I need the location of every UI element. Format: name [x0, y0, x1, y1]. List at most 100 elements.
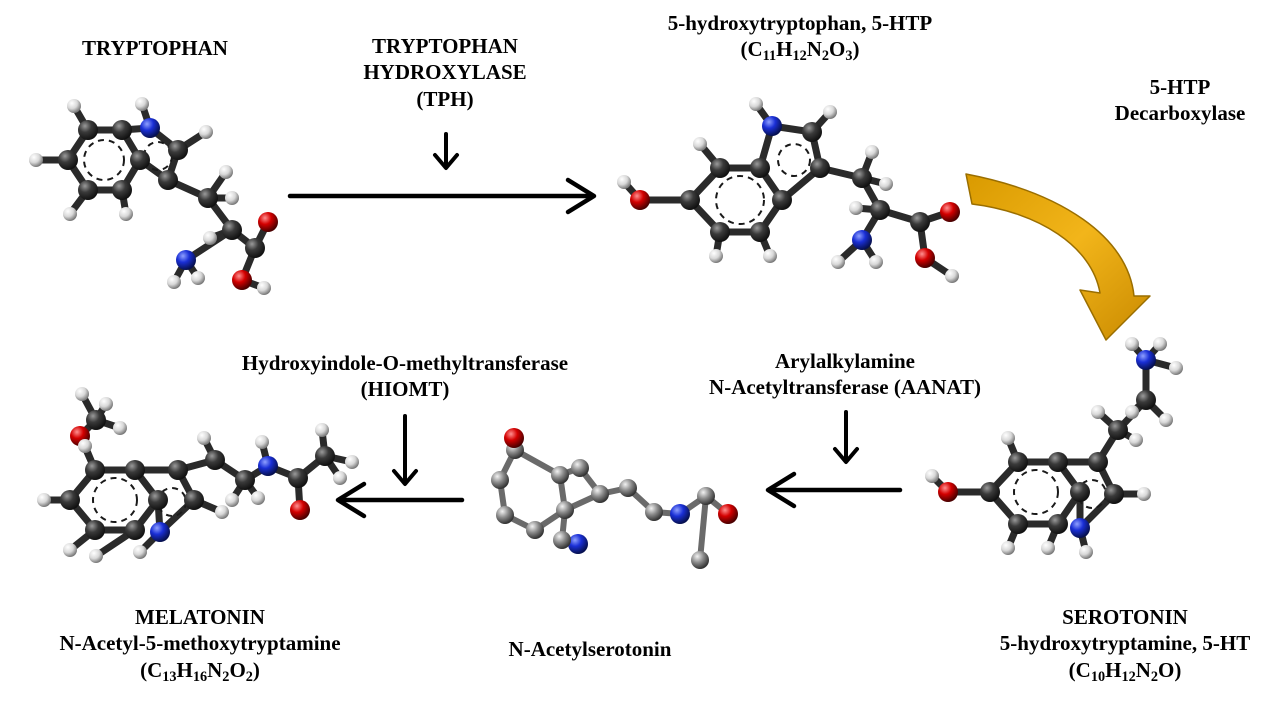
hydrogen-atom	[225, 493, 239, 507]
hydrogen-atom	[119, 207, 133, 221]
carbon-atom	[112, 120, 132, 140]
aromatic-ring-marker	[1013, 469, 1059, 515]
hydrogen-atom	[251, 491, 265, 505]
hydrogen-atom	[1169, 361, 1183, 375]
hydrogen-atom	[63, 207, 77, 221]
carbon-atom	[980, 482, 1000, 502]
hydrogen-atom	[75, 387, 89, 401]
hydrogen-atom	[78, 439, 92, 453]
arrow-down-tph	[433, 132, 459, 170]
carbon-atom	[205, 450, 225, 470]
oxygen-atom	[630, 190, 650, 210]
carbon-atom	[315, 446, 335, 466]
carbon-atom	[1088, 452, 1108, 472]
carbon-atom	[710, 222, 730, 242]
hydrogen-atom	[823, 105, 837, 119]
hydrogen-atom	[925, 469, 939, 483]
hydrogen-atom	[133, 545, 147, 559]
carbon-atom	[125, 460, 145, 480]
carbon-atom	[222, 220, 242, 240]
hydrogen-atom	[63, 543, 77, 557]
nitrogen-atom	[258, 456, 278, 476]
carbon-atom	[130, 150, 150, 170]
aromatic-ring-marker	[715, 175, 765, 225]
nitrogen-atom	[568, 534, 588, 554]
hydrogen-atom	[749, 97, 763, 111]
carbon-atom	[750, 158, 770, 178]
hydrogen-atom	[1137, 487, 1151, 501]
hydrogen-atom	[1079, 545, 1093, 559]
carbon-atom	[870, 200, 890, 220]
carbon-atom	[697, 487, 715, 505]
oxygen-atom	[915, 248, 935, 268]
hydrogen-atom	[219, 165, 233, 179]
melatonin-molecule	[37, 387, 359, 563]
5-htp-molecule	[617, 97, 960, 283]
hydrogen-atom	[1001, 541, 1015, 555]
melatonin-label: MELATONIN N-Acetyl-5-methoxytryptamine (…	[20, 604, 380, 684]
carbon-atom	[112, 180, 132, 200]
carbon-atom	[245, 238, 265, 258]
oxygen-atom	[718, 504, 738, 524]
carbon-atom	[1108, 420, 1128, 440]
carbon-atom	[1070, 482, 1090, 502]
serotonin-formula: (C10H12N2O)	[1068, 657, 1182, 685]
carbon-atom	[184, 490, 204, 510]
serotonin-label: SEROTONIN 5-hydroxytryptamine, 5-HT (C10…	[975, 604, 1275, 685]
carbon-atom	[750, 222, 770, 242]
n-acetylserotonin-molecule	[491, 428, 738, 569]
nitrogen-atom	[1136, 350, 1156, 370]
carbon-atom	[168, 140, 188, 160]
carbon-atom	[551, 466, 569, 484]
hydrogen-atom	[617, 175, 631, 189]
hydrogen-atom	[763, 249, 777, 263]
hydrogen-atom	[197, 431, 211, 445]
hiomt-enzyme-label: Hydroxyindole-O-methyltransferase (HIOMT…	[241, 351, 569, 402]
hydrogen-atom	[831, 255, 845, 269]
carbon-atom	[526, 521, 544, 539]
arrow-tph-reaction	[287, 177, 597, 215]
carbon-atom	[235, 470, 255, 490]
carbon-atom	[571, 459, 589, 477]
hydrogen-atom	[849, 201, 863, 215]
hydrogen-atom	[1129, 433, 1143, 447]
carbon-atom	[78, 120, 98, 140]
hydrogen-atom	[869, 255, 883, 269]
carbon-atom	[1048, 452, 1068, 472]
carbon-atom	[810, 158, 830, 178]
carbon-atom	[772, 190, 792, 210]
decarboxylase-enzyme-label: 5-HTP Decarboxylase	[1114, 75, 1246, 126]
carbon-atom	[158, 170, 178, 190]
carbon-atom	[85, 460, 105, 480]
hydrogen-atom	[67, 99, 81, 113]
carbon-atom	[710, 158, 730, 178]
carbon-atom	[1008, 452, 1028, 472]
carbon-atom	[802, 122, 822, 142]
hydrogen-atom	[345, 455, 359, 469]
carbon-atom	[288, 468, 308, 488]
tryptophan-molecule	[29, 97, 278, 295]
hydrogen-atom	[99, 397, 113, 411]
arrow-down-aanat	[833, 410, 859, 464]
carbon-atom	[85, 520, 105, 540]
carbon-atom	[496, 506, 514, 524]
carbon-atom	[168, 460, 188, 480]
oxygen-atom	[940, 202, 960, 222]
hydrogen-atom	[1091, 405, 1105, 419]
hydrogen-atom	[167, 275, 181, 289]
carbon-atom	[1048, 514, 1068, 534]
aromatic-ring-marker	[83, 139, 125, 181]
hydrogen-atom	[693, 137, 707, 151]
n-acetylserotonin-label: N-Acetylserotonin	[508, 637, 672, 661]
carbon-atom	[645, 503, 663, 521]
hydrogen-atom	[1001, 431, 1015, 445]
hydrogen-atom	[1125, 337, 1139, 351]
carbon-atom	[910, 212, 930, 232]
hydrogen-atom	[255, 435, 269, 449]
nitrogen-atom	[670, 504, 690, 524]
hydrogen-atom	[113, 421, 127, 435]
oxygen-atom	[504, 428, 524, 448]
carbon-atom	[125, 520, 145, 540]
carbon-atom	[1008, 514, 1028, 534]
